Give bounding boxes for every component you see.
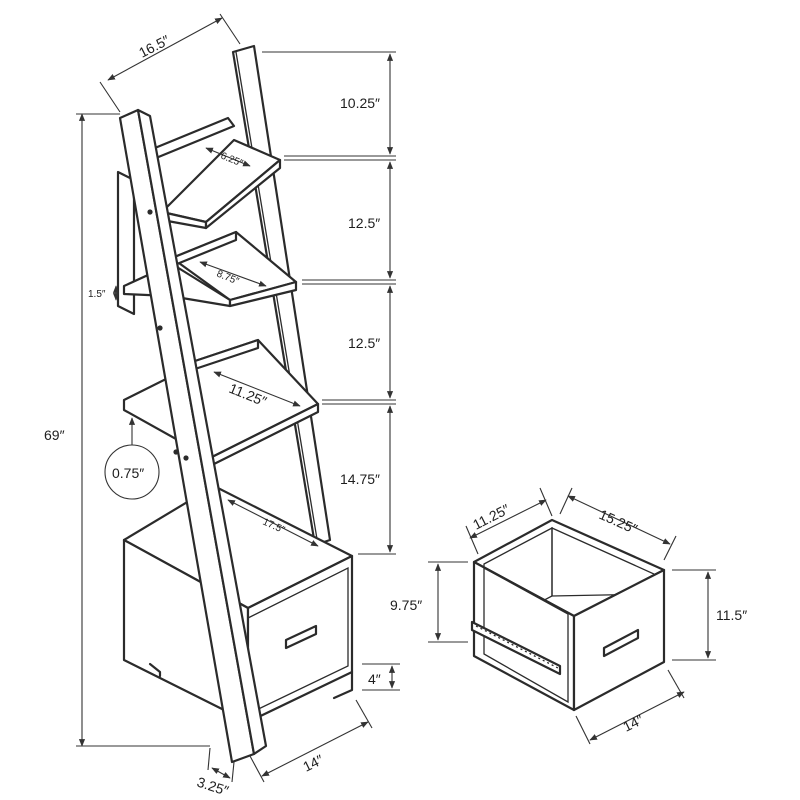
drawer-length-label: 15.25″ [597, 506, 640, 537]
lip-height-label: 1.5″ [88, 289, 106, 300]
gap-top-label: 10.25″ [340, 95, 380, 111]
drawer-handle [602, 628, 640, 658]
top-width-label: 16.5″ [136, 32, 172, 61]
drawer-slide-rail [470, 620, 562, 676]
total-height-label: 69″ [44, 427, 65, 443]
gap-2-label: 12.5″ [348, 335, 380, 351]
base-height-label: 4″ [368, 671, 381, 687]
leg-depth-label: 3.25″ [195, 774, 231, 799]
drawer-height-label: 11.5″ [716, 607, 747, 623]
drawer-width-label: 14″ [620, 711, 646, 734]
drawer-dimension-lines [428, 487, 716, 745]
rail-screws [147, 209, 189, 461]
dimension-lines [76, 13, 400, 783]
drawer-detail [470, 518, 666, 712]
thickness-label: 0.75″ [112, 465, 144, 481]
back-rail-left [116, 170, 136, 316]
gap-1-label: 12.5″ [348, 215, 380, 231]
cabinet-drawer-handle [284, 624, 318, 650]
gap-3-label: 14.75″ [340, 471, 380, 487]
drawer-inner-height-label: 9.75″ [390, 597, 422, 613]
